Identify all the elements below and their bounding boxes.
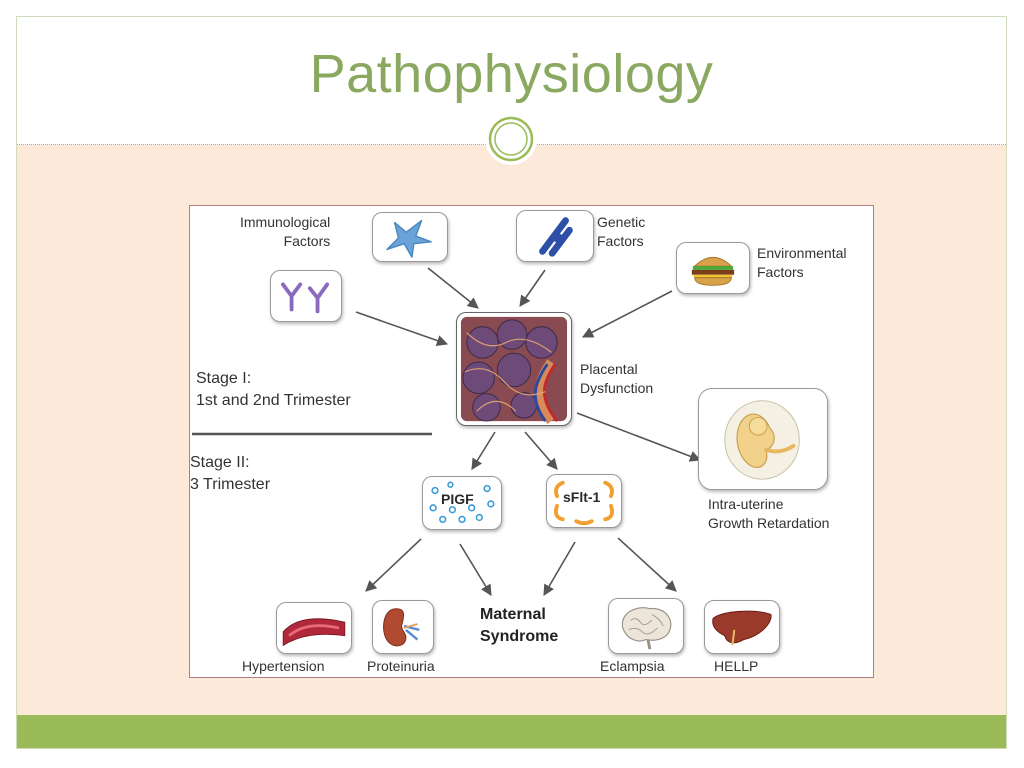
sflt-card: sFlt-1 [546, 474, 622, 528]
burger-card [676, 242, 750, 294]
fetus-card [698, 388, 828, 490]
stage-1-label: Stage I: 1st and 2nd Trimester [196, 368, 351, 412]
hellp-label: HELLP [714, 658, 759, 674]
double-circle-icon [485, 113, 537, 165]
immune-cell-icon [386, 219, 432, 258]
environmental-label-line2: Factors [757, 264, 804, 280]
slide-title: Pathophysiology [309, 44, 714, 104]
genetic-label: Genetic Factors [597, 213, 645, 251]
placental-label-line1: Placental [580, 361, 638, 377]
maternal-label-line1: Maternal [480, 606, 546, 623]
chromosome-icon [539, 217, 573, 257]
antibody-card [270, 270, 342, 322]
blood-vessel-icon [282, 618, 346, 647]
proteinuria-card [372, 600, 434, 654]
brain-icon [621, 607, 672, 650]
genetic-label-line1: Genetic [597, 214, 646, 230]
sflt-brackets [554, 480, 614, 526]
placental-dysfunction-label: Placental Dysfunction [580, 360, 653, 398]
iugr-label-line2: Growth Retardation [708, 515, 830, 531]
arrow-environmental-to-placenta [582, 290, 673, 338]
eclampsia-card [608, 598, 684, 654]
stage-2-line2: 3 Trimester [190, 476, 271, 493]
arrow-pigf-to-maternal [459, 543, 492, 596]
environmental-label-line1: Environmental [757, 245, 847, 261]
chromosome-card [516, 210, 594, 262]
arrow-immune-to-placenta [427, 267, 479, 309]
stage-2-line1: Stage II: [190, 454, 250, 471]
immunological-label: Immunological Factors [240, 213, 330, 251]
arrow-placenta-to-iugr [576, 412, 702, 462]
iugr-label: Intra-uterine Growth Retardation [708, 495, 829, 533]
pigf-label: PIGF [441, 491, 474, 507]
hellp-card [704, 600, 780, 654]
immunological-label-line2: Factors [283, 233, 331, 249]
pathophysiology-diagram: Immunological Factors Genetic Factors [189, 205, 874, 678]
immunological-label-line1: Immunological [240, 214, 331, 230]
arrow-placenta-to-sflt [524, 431, 558, 470]
arrow-antibody-to-placenta [355, 311, 449, 346]
kidney-icon [383, 608, 420, 647]
hypertension-card [276, 602, 352, 654]
antibody-icon [281, 282, 330, 314]
placenta-icon [460, 316, 568, 425]
diagram-arrows [192, 267, 702, 596]
liver-icon [712, 610, 772, 646]
pigf-dots [429, 481, 495, 524]
stage-1-line1: Stage I: [196, 370, 252, 387]
iugr-label-line1: Intra-uterine [708, 496, 784, 512]
immune-cell-card [372, 212, 448, 262]
arrow-sflt-to-eclampsia [617, 537, 677, 592]
hypertension-label: Hypertension [242, 658, 325, 674]
pigf-card: PIGF [422, 476, 502, 530]
placenta-card [456, 312, 572, 426]
sflt-label: sFlt-1 [563, 489, 601, 505]
maternal-label-line2: Syndrome [480, 628, 559, 645]
genetic-label-line2: Factors [597, 233, 644, 249]
arrow-pigf-to-hypertension [365, 538, 422, 592]
stage-2-label: Stage II: 3 Trimester [190, 452, 270, 496]
arrow-genetic-to-placenta [519, 269, 546, 307]
placental-label-line2: Dysfunction [580, 380, 654, 396]
arrow-sflt-to-maternal [543, 541, 576, 596]
arrow-placenta-to-pigf [471, 431, 496, 470]
fetus-icon [724, 400, 800, 480]
footer-band [17, 715, 1006, 748]
maternal-syndrome-label: Maternal Syndrome [480, 604, 558, 648]
environmental-label: Environmental Factors [757, 244, 847, 282]
proteinuria-label: Proteinuria [367, 658, 435, 674]
burger-icon [691, 256, 735, 286]
eclampsia-label: Eclampsia [600, 658, 665, 674]
stage-1-line2: 1st and 2nd Trimester [196, 392, 351, 409]
